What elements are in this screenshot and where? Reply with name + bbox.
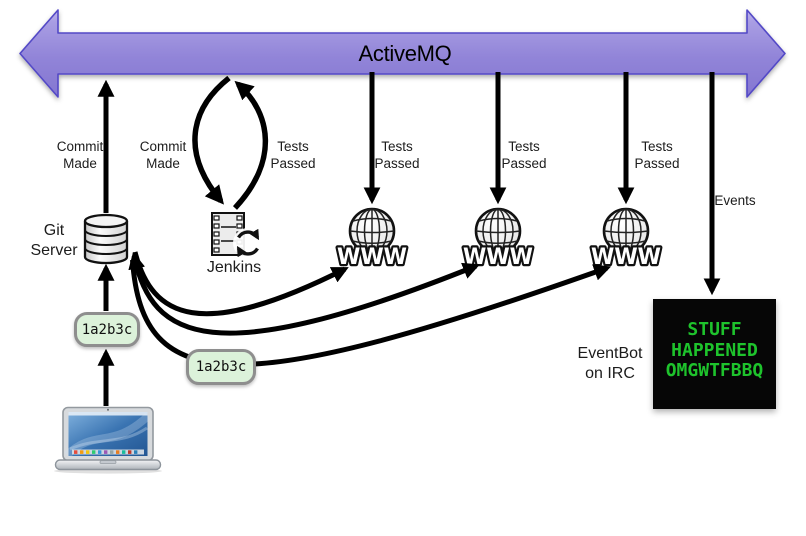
label-line: Tests [508,139,540,154]
label-line: Tests [641,139,673,154]
www-server-2 [463,209,533,270]
label-line: Tests [381,139,413,154]
label-line: Events [714,193,756,208]
label-line: Commit [139,139,187,154]
label-line: Jenkins [206,259,262,276]
deploy-curve-2 [128,251,480,336]
message-bus-arrow [19,9,786,98]
label-line: Passed [374,156,420,171]
terminal-screen: STUFF HAPPENED OMGWTFBBQ [653,299,776,409]
dock-icons [74,450,138,454]
laptop-icon [54,406,162,474]
label-line: EventBot [577,345,643,362]
commit-badge-1: 1a2b3c [74,312,140,347]
database-icon [83,213,129,265]
label-line: on IRC [585,364,635,382]
refresh-icon [233,228,263,258]
jenkins-icon [211,212,263,258]
commit-badge-2: 1a2b3c [186,349,256,385]
label-tests-passed-3: Tests Passed [634,138,679,172]
label-line: Made [63,156,97,171]
label-line: Server [30,241,78,259]
label-commit-made-git: Commit Made [57,138,104,172]
label-events: Events [714,192,755,209]
label-commit-made-jenkins: Commit Made [140,138,187,172]
label-eventbot: EventBot on IRC [578,344,643,383]
label-line: Tests [277,139,309,154]
jenkins-loop [192,75,269,210]
label-git-server: Git Server [30,221,77,260]
www-server-3 [591,209,661,270]
terminal-line: OMGWTFBBQ [665,360,764,381]
label-jenkins: Jenkins [207,258,261,278]
www-server-1 [337,209,407,270]
label-tests-passed-1: Tests Passed [374,138,419,172]
jenkins-commit-curve [192,75,231,205]
jenkins-tests-curve [232,80,269,210]
label-line: Git [43,222,65,239]
bus-connections [97,72,721,406]
terminal-line: STUFF [687,319,742,340]
bus-title: ActiveMQ [358,41,452,66]
terminal-line: HAPPENED [671,339,758,361]
label-line: Passed [501,156,547,171]
label-line: Passed [270,156,316,171]
label-line: Made [146,156,180,171]
label-line: Passed [634,156,680,171]
label-tests-passed-jenkins: Tests Passed [270,138,315,172]
label-line: Commit [56,139,104,154]
label-tests-passed-2: Tests Passed [501,138,546,172]
